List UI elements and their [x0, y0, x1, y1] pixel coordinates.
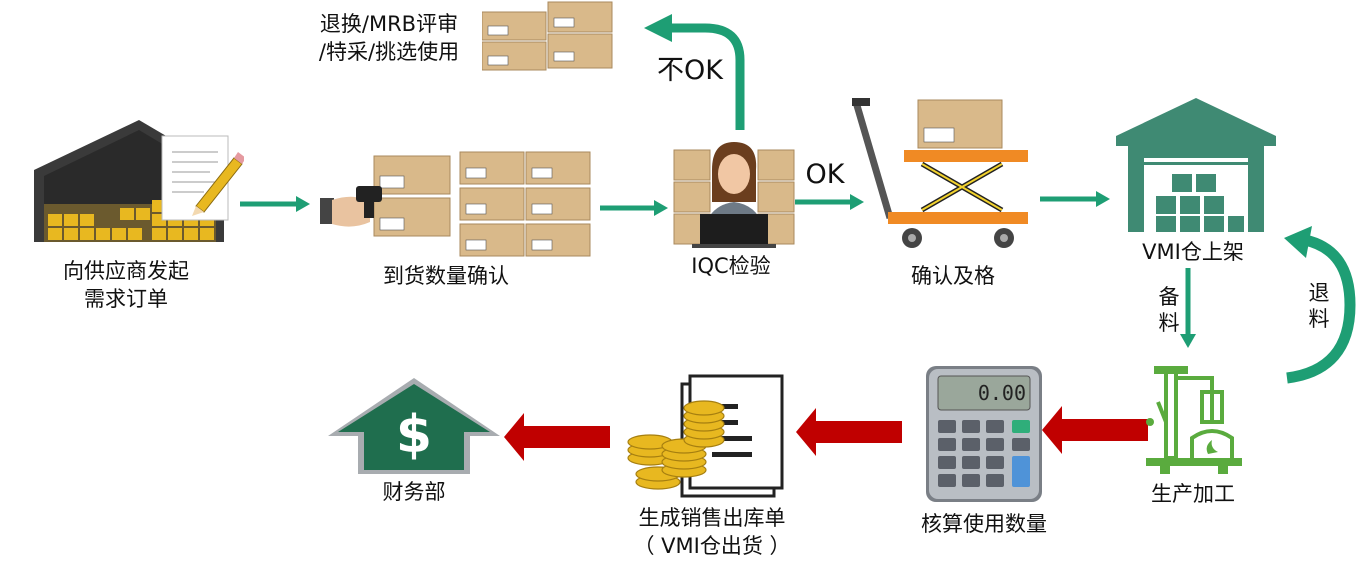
order-label-line1: 向供应商发起: [63, 259, 189, 283]
lift-cart-icon: [852, 98, 1030, 254]
inspector-laptop-icon: [672, 140, 796, 248]
dollar-house-icon: $: [328, 378, 500, 474]
returned-boxes-icon: [481, 0, 614, 72]
order-label-line2: 需求订单: [84, 287, 168, 311]
warehouse-order-icon: [34, 118, 246, 246]
box-stack-right: [459, 151, 591, 257]
coin-stacks-icon: [627, 400, 725, 490]
arrow-receive-to-iqc: [600, 200, 668, 216]
not-ok-label: 不OK: [657, 55, 723, 86]
receive-label: 到货数量确认: [383, 264, 509, 288]
production-label: 生产加工: [1151, 482, 1235, 506]
iqc-label: IQC检验: [691, 254, 771, 278]
vmi-shelve-label: VMI仓上架: [1142, 240, 1244, 264]
return-material-label: 退料: [1308, 281, 1330, 331]
calculate-label: 核算使用数量: [921, 512, 1047, 536]
green-warehouse-icon: [1116, 98, 1276, 232]
arrow-iqc-to-qualified: [795, 194, 864, 210]
arrow-qualified-to-vmi: [1040, 191, 1110, 207]
arrow-production-to-calculate: [1042, 406, 1148, 454]
sales-order-label: 生成销售出库单 （ VMI仓出货 ）: [622, 504, 802, 560]
barcode-scan-boxes-icon: [318, 148, 596, 260]
ok-label: OK: [805, 159, 845, 190]
reject-label-line1: 退换/MRB评审: [319, 12, 459, 36]
svg-text:$: $: [396, 405, 432, 465]
pencil-icon: [192, 152, 246, 216]
arrow-calculate-to-sales: [796, 408, 902, 456]
document-icon: [161, 135, 229, 221]
reject-label: 退换/MRB评审 /特采/挑选使用: [300, 10, 478, 66]
arrow-not-ok-curve: [644, 14, 745, 130]
reject-label-line2: /特采/挑选使用: [318, 40, 460, 64]
calculator-icon: 0.00: [926, 366, 1042, 502]
sales-order-line1: 生成销售出库单: [638, 506, 786, 530]
qualified-label: 确认及格: [911, 264, 995, 288]
coins-document-icon: [622, 374, 784, 502]
arrow-return-material-curve: [1284, 226, 1356, 384]
arrow-order-to-receive: [240, 196, 310, 212]
arrow-prepare-material: [1180, 268, 1196, 348]
sales-order-line2: （ VMI仓出货 ）: [633, 534, 791, 558]
green-factory-icon: [1146, 362, 1242, 476]
box-stack-left: [373, 155, 451, 237]
order-label: 向供应商发起 需求订单: [46, 257, 206, 313]
finance-label: 财务部: [382, 480, 446, 504]
arrow-sales-to-finance: [504, 413, 610, 461]
prepare-material-label: 备料: [1158, 285, 1180, 335]
calculator-display: 0.00: [977, 381, 1026, 405]
scanner-hand-icon: [320, 186, 382, 227]
